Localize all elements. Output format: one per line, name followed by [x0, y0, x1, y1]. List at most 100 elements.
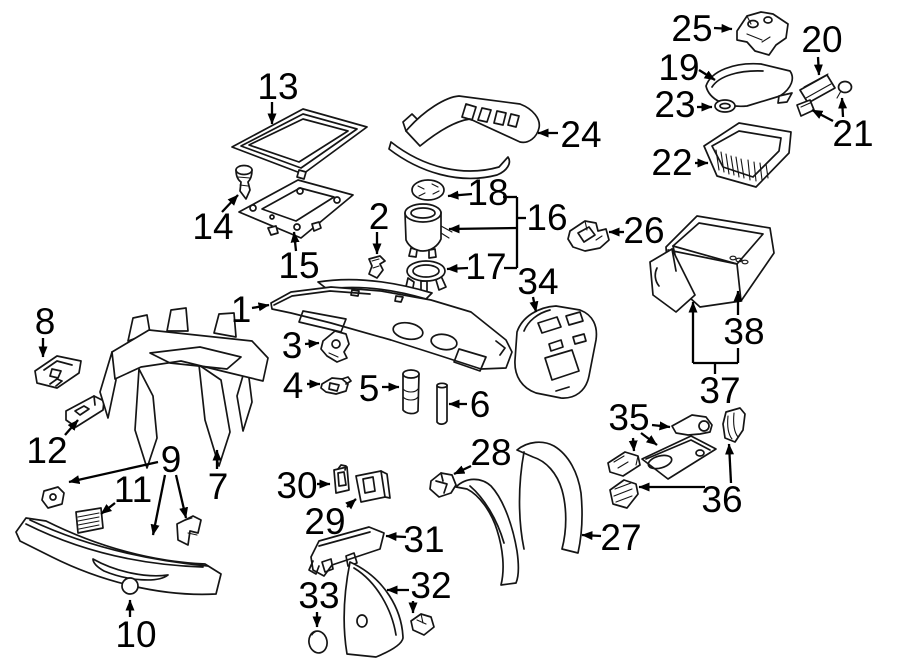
- part-35-hinge: [671, 414, 713, 436]
- callout-7-label: 7: [208, 466, 229, 507]
- callout-26-label: 26: [623, 210, 664, 251]
- callout-4-label: 4: [283, 365, 304, 406]
- callout-36-leader-line: [725, 443, 735, 484]
- part-9-clip-left: [41, 486, 65, 509]
- callout-36-label: 36: [701, 479, 742, 520]
- callout-19: 19: [658, 47, 716, 88]
- callout-21: 21: [811, 97, 874, 154]
- callout-28: 28: [453, 432, 512, 476]
- callout-30-label: 30: [276, 465, 317, 506]
- part-26-latch: [567, 220, 610, 252]
- callout-3-leader-line: [304, 339, 320, 349]
- callout-28-leader-line: [453, 464, 472, 476]
- callout-5-label: 5: [359, 368, 380, 409]
- part-32-clip: [410, 613, 435, 636]
- callout-9-leader-line: [174, 474, 189, 519]
- callout-34-label: 34: [517, 261, 558, 302]
- part-4-clip: [320, 376, 352, 395]
- part-9-trim-panel: [15, 517, 222, 596]
- part-12-strip: [65, 395, 105, 428]
- callout-23-label: 23: [654, 84, 695, 125]
- callout-35-leader-line: [628, 437, 638, 452]
- part-25-bracket: [736, 11, 789, 56]
- part-drawings: [15, 11, 853, 658]
- callout-35-leader-line: [651, 421, 671, 431]
- callout-6: 6: [448, 384, 490, 425]
- callout-24-label: 24: [560, 114, 601, 155]
- callout-21-leader-line: [838, 97, 848, 118]
- part-29-clip: [355, 470, 391, 503]
- callout-18: 18: [447, 172, 517, 213]
- part-30-clip: [333, 464, 350, 494]
- callout-17-leader-line: [446, 264, 469, 273]
- callout-17: 17: [446, 246, 517, 287]
- callout-13: 13: [257, 66, 299, 125]
- callout-12-label: 12: [26, 430, 67, 471]
- part-36-pad-bottom: [609, 479, 639, 509]
- callout-22: 22: [651, 142, 709, 183]
- callout-11: 11: [100, 469, 152, 515]
- callout-3: 3: [282, 325, 320, 366]
- callout-33-label: 33: [298, 575, 339, 616]
- callout-9-label: 9: [161, 439, 182, 480]
- callout-7: 7: [208, 449, 229, 507]
- callout-12-leader-line: [64, 419, 79, 436]
- callout-12: 12: [26, 419, 79, 471]
- callout-27-label: 27: [600, 517, 641, 558]
- part-35-tray: [641, 435, 717, 480]
- callout-9-leader-line: [150, 474, 167, 536]
- callout-25-leader-line: [713, 23, 733, 33]
- callout-5: 5: [359, 368, 400, 409]
- callout-9: 9: [68, 439, 189, 536]
- part-3-clip: [320, 330, 350, 363]
- part-14-pin: [235, 164, 253, 200]
- part-38-bin: [665, 215, 775, 308]
- callout-23: 23: [654, 84, 713, 125]
- part-23-ring: [714, 99, 736, 113]
- callout-13-label: 13: [257, 66, 298, 107]
- callout-3-label: 3: [282, 325, 303, 366]
- callout-16-leader-line: [448, 224, 518, 234]
- callout-2: 2: [369, 196, 390, 255]
- callout-9-leader-line: [68, 460, 159, 485]
- callout-27-leader-line: [581, 531, 602, 541]
- callout-15-label: 15: [278, 245, 319, 286]
- callout-4: 4: [283, 365, 321, 406]
- callout-1: 1: [231, 289, 270, 330]
- callout-26: 26: [608, 210, 665, 251]
- part-33-grommet: [308, 630, 328, 654]
- callout-14-label: 14: [192, 206, 233, 247]
- part-2-clip: [368, 255, 386, 279]
- callout-1-label: 1: [231, 289, 252, 330]
- part-17-holder: [404, 260, 447, 306]
- callout-31: 31: [385, 519, 445, 560]
- callout-33: 33: [298, 575, 340, 628]
- callout-29-leader-line: [345, 498, 357, 510]
- part-9-clip-right: [176, 515, 202, 546]
- part-15-plate: [238, 179, 354, 239]
- callout-8-label: 8: [35, 301, 56, 342]
- callout-21-leader-line: [811, 108, 834, 123]
- callout-19-leader-line: [698, 69, 716, 81]
- part-36-pad-top: [722, 407, 746, 443]
- callout-31-label: 31: [403, 519, 444, 560]
- callout-18-label: 18: [467, 172, 508, 213]
- callout-32: 32: [386, 565, 452, 614]
- callout-34-leader-line: [529, 296, 539, 313]
- callout-10: 10: [115, 599, 157, 655]
- callout-14-leader-line: [221, 194, 239, 213]
- part-8-bracket: [34, 355, 82, 389]
- part-18-cap: [411, 179, 445, 201]
- callout-36: 36: [638, 443, 743, 520]
- callout-18-leader-line: [447, 190, 473, 200]
- part-5-pin: [402, 369, 420, 415]
- callout-2-label: 2: [369, 196, 390, 237]
- part-7-carrier: [99, 307, 269, 469]
- callout-10-label: 10: [115, 614, 156, 655]
- part-19-lid: [705, 62, 794, 108]
- part-11-pad: [75, 507, 104, 534]
- callout-24: 24: [537, 114, 602, 155]
- part-32-panel: [343, 561, 404, 658]
- callout-16-label: 16: [526, 197, 567, 238]
